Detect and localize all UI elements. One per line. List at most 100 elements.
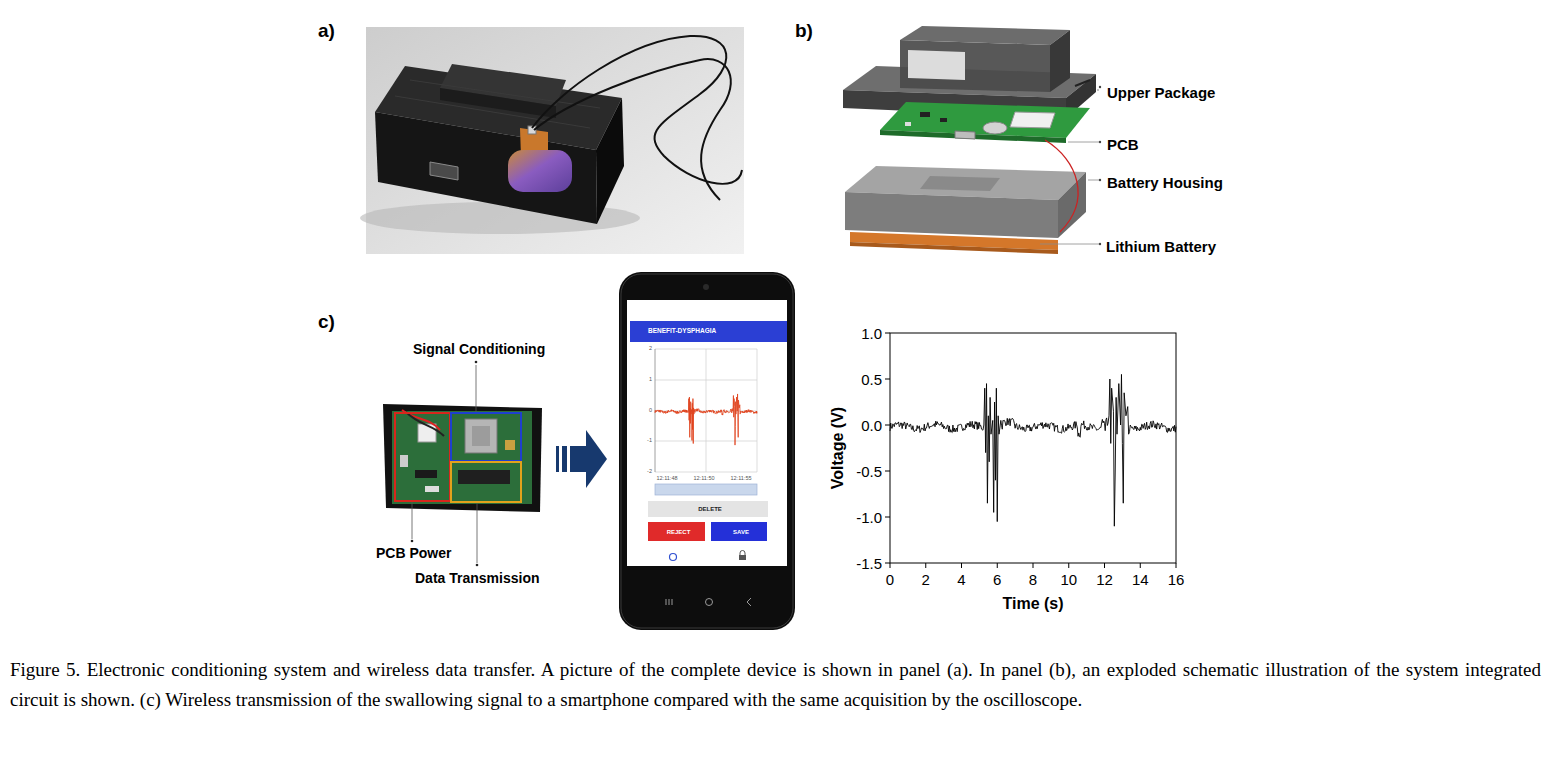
- y-tick-label: -1.0: [856, 510, 882, 525]
- smartphone: [670, 554, 677, 561]
- smartphone: [739, 555, 746, 560]
- exploded-view: [900, 26, 1070, 45]
- device-photo: [360, 27, 744, 254]
- x-tick-label: 12: [1096, 572, 1113, 587]
- screen-axis-tick: 1: [649, 377, 652, 383]
- smartphone: [627, 300, 787, 566]
- pcb-photo: [476, 564, 479, 567]
- exploded-view: [920, 176, 1000, 191]
- pcb-photo: [451, 462, 521, 502]
- axis-tick: [885, 379, 890, 380]
- exploded-view: [908, 50, 965, 80]
- screen-axis-tick: 2: [649, 346, 652, 352]
- pcb-photo: [395, 413, 450, 501]
- node-text: REJECT: [667, 529, 691, 535]
- y-tick-label: 0.0: [861, 418, 882, 433]
- scope-chart: [885, 333, 1176, 568]
- scope-signal-trace: [890, 374, 1176, 526]
- exploded-view: [1045, 140, 1078, 232]
- exploded-view: [1058, 172, 1086, 238]
- pcb-photo: [465, 419, 497, 453]
- flow-arrow: [570, 446, 587, 472]
- exploded-view: [1040, 244, 1099, 245]
- pcb-photo: [383, 361, 542, 567]
- axis-tick: [1068, 563, 1069, 568]
- exploded-view: [1099, 141, 1101, 143]
- pcb-photo: [392, 411, 532, 504]
- smartphone: [666, 599, 667, 605]
- axis-title: Time (s): [1002, 596, 1063, 612]
- device-photo: [508, 150, 572, 192]
- smartphone: [655, 484, 757, 495]
- exploded-view: [1075, 80, 1090, 86]
- pcb-photo: [472, 426, 490, 446]
- exploded-view: [955, 131, 975, 139]
- smartphone: [669, 599, 670, 605]
- y-tick-label: 1.0: [861, 326, 882, 341]
- panel-label: b): [795, 21, 813, 40]
- axis-title: Voltage (V): [830, 407, 846, 489]
- axis-tick: [1140, 563, 1141, 568]
- exploded-view: [1010, 112, 1055, 128]
- pcb-photo: [505, 440, 515, 450]
- exploded-view: [1050, 30, 1070, 92]
- smartphone: [666, 598, 751, 606]
- exploded-view: [1088, 180, 1099, 181]
- exploded-view: [905, 122, 911, 126]
- exploded-view: [1099, 86, 1101, 88]
- reject-button: REJECT: [648, 522, 705, 541]
- axis-tick: [1033, 563, 1034, 568]
- pcb-photo: [425, 486, 439, 492]
- exploded-view: [843, 26, 1101, 254]
- smartphone: [621, 274, 793, 628]
- exploded-view: [1099, 243, 1101, 245]
- axis-tick: [997, 563, 998, 568]
- screen-time-tick: 12:11:55: [730, 476, 751, 482]
- pcb-photo: [383, 404, 542, 512]
- axis-tick: [885, 471, 890, 472]
- region-label: PCB Power: [376, 546, 451, 560]
- flow-arrow: [586, 430, 607, 488]
- panel-label: a): [318, 21, 335, 40]
- axis-tick: [885, 517, 890, 518]
- flow-arrow: [556, 446, 559, 472]
- exploded-view: [845, 192, 1058, 238]
- part-label: PCB: [1107, 137, 1139, 152]
- axis-tick: [1104, 563, 1105, 568]
- node-text: BENEFIT-DYSPHAGIA: [648, 328, 716, 335]
- device-photo: [410, 80, 600, 108]
- axis-tick: [885, 563, 890, 564]
- scope-chart: [890, 333, 1176, 563]
- y-tick-label: -1.5: [856, 556, 882, 571]
- x-tick-label: 16: [1168, 572, 1185, 587]
- screen-time-tick: 12:11:48: [656, 476, 677, 482]
- smartphone: [655, 349, 757, 472]
- pcb-photo: [451, 413, 521, 461]
- delete-button: DELETE: [648, 501, 768, 517]
- x-tick-label: 6: [993, 572, 1001, 587]
- flow-arrow: [562, 446, 567, 472]
- pcb-photo: [412, 502, 413, 539]
- pcb-photo: [477, 503, 478, 563]
- exploded-view: [1068, 142, 1099, 143]
- screen-axis-tick: 0: [649, 408, 652, 414]
- figure-caption: Figure 5. Electronic conditioning system…: [10, 655, 1541, 715]
- y-tick-label: -0.5: [856, 464, 882, 479]
- screen-axis-tick: -1: [647, 438, 652, 444]
- pcb-photo: [415, 470, 437, 478]
- axis-tick: [961, 563, 962, 568]
- exploded-view: [880, 130, 1066, 143]
- exploded-view: [1097, 90, 1099, 91]
- axis-tick: [885, 333, 1176, 568]
- axis-tick: [1176, 563, 1177, 568]
- pcb-photo: [458, 470, 510, 484]
- smartphone: [672, 599, 673, 605]
- x-tick-label: 0: [886, 572, 894, 587]
- part-label: Battery Housing: [1107, 175, 1223, 190]
- screen-axis-tick: -2: [647, 469, 652, 475]
- smartphone: [757, 349, 758, 472]
- axis-tick: [925, 563, 926, 568]
- node-text: SAVE: [733, 529, 749, 535]
